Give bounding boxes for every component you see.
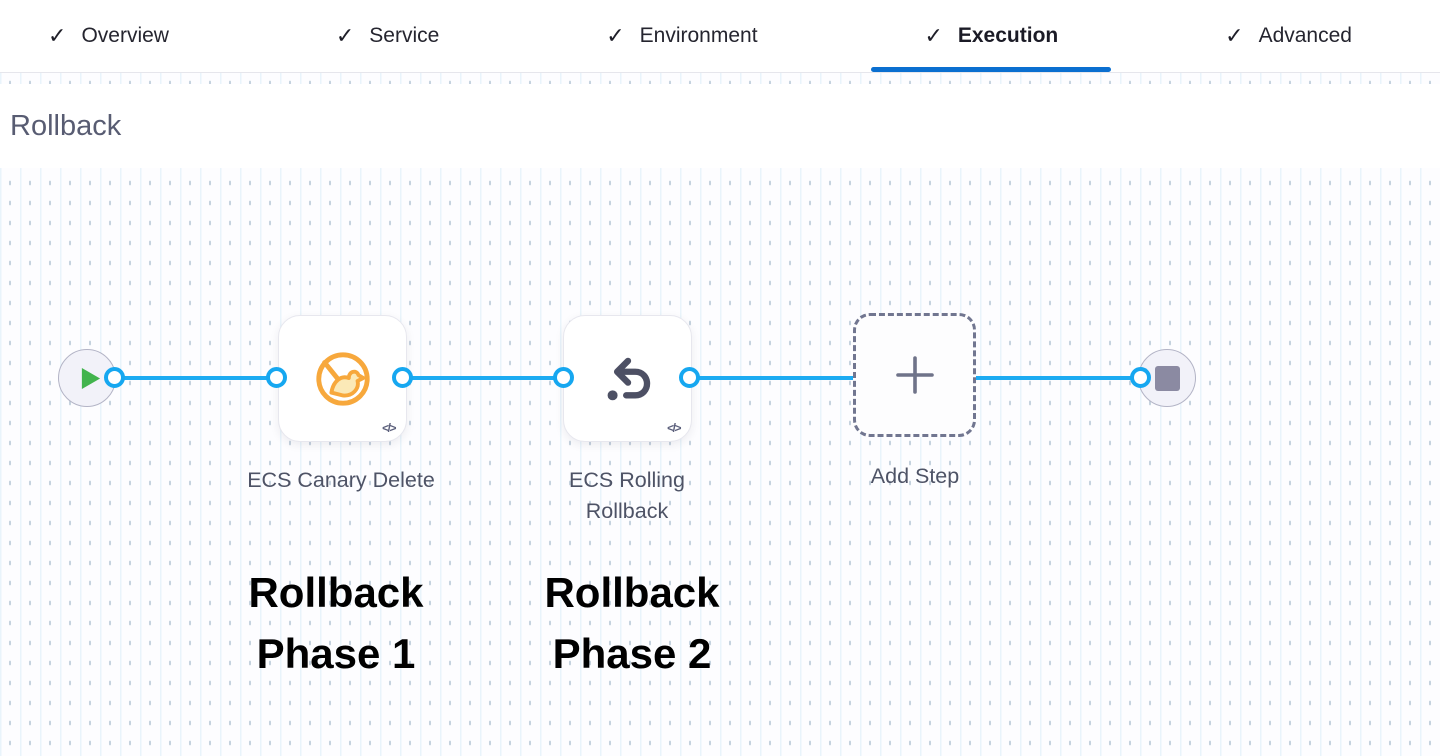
annotation-line: Phase 1: [256, 630, 416, 677]
active-tab-underline: [871, 67, 1112, 72]
code-template-icon: </>: [382, 421, 396, 435]
section-heading-band: Rollback: [0, 84, 1440, 168]
step-ecs-canary-delete[interactable]: </>: [278, 315, 407, 442]
tab-service[interactable]: ✓ Service: [336, 0, 439, 72]
annotation-line: Rollback: [544, 569, 720, 616]
connector-dot[interactable]: [104, 367, 125, 388]
tab-execution[interactable]: ✓ Execution: [871, 0, 1112, 72]
step-label-rolling-rollback: ECS Rolling Rollback: [569, 468, 685, 523]
connector-dot[interactable]: [553, 367, 574, 388]
check-icon: ✓: [48, 23, 67, 48]
tab-label: Execution: [957, 24, 1059, 47]
check-icon: ✓: [335, 23, 355, 48]
add-step-button[interactable]: [853, 313, 976, 437]
stage-tabbar: ✓ Overview ✓ Service ✓ Environment ✓ Exe…: [0, 0, 1440, 73]
start-node: [58, 349, 116, 407]
code-template-icon: </>: [667, 421, 681, 435]
annotation-line: Rollback: [248, 569, 424, 616]
annotation-rollback-phase-1: Rollback Phase 1: [171, 562, 501, 684]
section-title: Rollback: [10, 109, 122, 142]
pipeline-canvas: Rollback </> </> ECS Canary: [0, 73, 1440, 756]
tab-advanced[interactable]: ✓ Advanced: [1225, 0, 1352, 72]
step-label-canary-delete: ECS Canary Delete: [247, 468, 435, 492]
tab-label: Advanced: [1258, 24, 1352, 47]
tab-environment[interactable]: ✓ Environment: [606, 0, 757, 72]
tab-label: Overview: [81, 24, 169, 47]
canary-delete-icon: [315, 351, 370, 406]
stop-icon: [1154, 365, 1180, 391]
connector-dot[interactable]: [266, 367, 287, 388]
step-ecs-rolling-rollback[interactable]: </>: [563, 315, 692, 442]
tab-label: Service: [369, 24, 440, 47]
plus-icon: [895, 356, 934, 394]
rollback-arrow-icon: [607, 357, 650, 400]
tab-overview[interactable]: ✓ Overview: [48, 0, 169, 72]
add-step-label: Add Step: [870, 464, 960, 488]
check-icon: ✓: [924, 23, 943, 48]
tab-label: Environment: [639, 24, 758, 47]
check-icon: ✓: [606, 23, 625, 48]
connector-dot[interactable]: [392, 367, 413, 388]
connector-dot[interactable]: [679, 367, 700, 388]
annotation-line: Phase 2: [552, 630, 712, 677]
connector-dot[interactable]: [1130, 367, 1151, 388]
check-icon: ✓: [1225, 23, 1244, 48]
play-icon: [81, 367, 101, 389]
annotation-rollback-phase-2: Rollback Phase 2: [467, 562, 797, 684]
